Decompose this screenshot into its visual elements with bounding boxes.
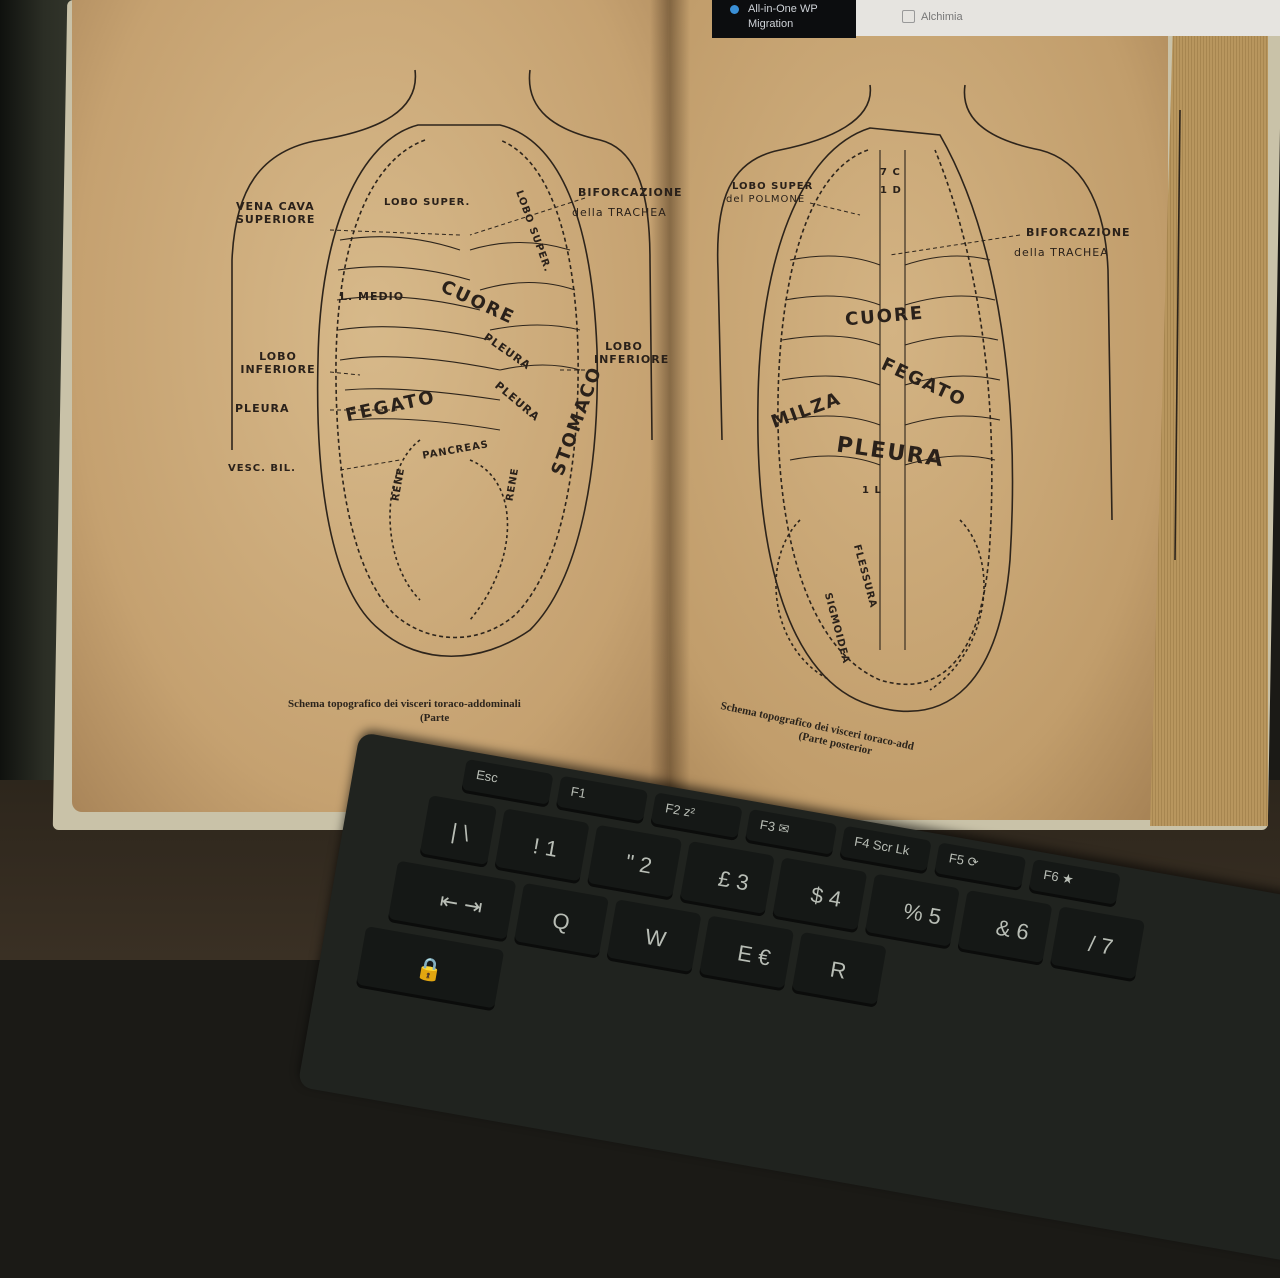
caption-left-sub: (Parte: [420, 712, 450, 724]
label-vertebra-d: 1 D: [880, 185, 902, 196]
left-page: [72, 0, 672, 812]
label-della-trachea: della TRACHEA: [1014, 246, 1109, 259]
key-caps-lock[interactable]: 🔒: [355, 926, 505, 1012]
label-vena-cava: VENA CAVA SUPERIORE: [236, 200, 316, 226]
key-tab[interactable]: ⇤ ⇥: [387, 860, 517, 943]
monitor-content: [856, 0, 1280, 36]
key-backslash[interactable]: | \: [419, 795, 498, 868]
caption-left: Schema topografico dei visceri toraco-ad…: [288, 698, 521, 710]
key-f2[interactable]: F2 z²: [650, 792, 743, 842]
key-1[interactable]: ! 1: [494, 808, 590, 885]
key-f1[interactable]: F1: [555, 775, 649, 825]
label-l-medio: L. MEDIO: [340, 290, 405, 303]
key-6[interactable]: & 6: [957, 889, 1053, 966]
label-del-polmone: del POLMONE: [726, 194, 806, 205]
label-lobo-inferiore-left: LOBO INFERIORE: [240, 350, 316, 376]
label-biforcazione: BIFORCAZIONE: [578, 186, 683, 199]
checkbox-label: Alchimia: [921, 10, 963, 23]
key-f3[interactable]: F3 ✉: [744, 808, 838, 858]
label-vertebra-c: 7 C: [880, 167, 901, 178]
label-lobo-super: LOBO SUPER: [732, 181, 814, 192]
key-f4[interactable]: F4 Scr Lk: [839, 825, 932, 875]
posterior-torso-illustration: [716, 84, 1181, 713]
label-della-trachea: della TRACHEA: [572, 206, 667, 219]
label-biforcazione: BIFORCAZIONE: [1026, 226, 1131, 239]
plugin-icon: [730, 5, 739, 14]
key-r[interactable]: R: [791, 931, 887, 1008]
label-lobo-super: LOBO SUPER.: [384, 197, 471, 208]
key-w[interactable]: W: [606, 899, 702, 976]
label-pleura-left: PLEURA: [235, 402, 290, 415]
key-7[interactable]: / 7: [1049, 906, 1146, 983]
key-f5[interactable]: F5 ⟳: [933, 842, 1027, 892]
book-gutter: [650, 0, 690, 820]
checkbox-icon[interactable]: [902, 10, 915, 23]
label-lobo-inferiore-right: LOBO INFERIORE: [594, 340, 670, 366]
key-3[interactable]: £ 3: [679, 840, 775, 917]
key-f6[interactable]: F6 ★: [1028, 859, 1121, 908]
lock-icon: 🔒: [413, 954, 446, 984]
label-vertebra-l: 1 L: [862, 485, 882, 496]
label-vesc-bil: VESC. BIL.: [228, 463, 296, 474]
checkbox-alchimia[interactable]: Alchimia: [902, 10, 963, 23]
key-e[interactable]: E €: [698, 915, 795, 992]
menu-item-wp-migration[interactable]: All-in-One WP Migration: [748, 3, 818, 30]
key-q[interactable]: Q: [513, 882, 609, 959]
key-esc[interactable]: Esc: [461, 758, 554, 808]
anterior-torso-illustration: [231, 69, 653, 658]
key-4[interactable]: $ 4: [771, 857, 868, 934]
key-5[interactable]: % 5: [864, 873, 960, 950]
key-2[interactable]: " 2: [586, 824, 683, 901]
